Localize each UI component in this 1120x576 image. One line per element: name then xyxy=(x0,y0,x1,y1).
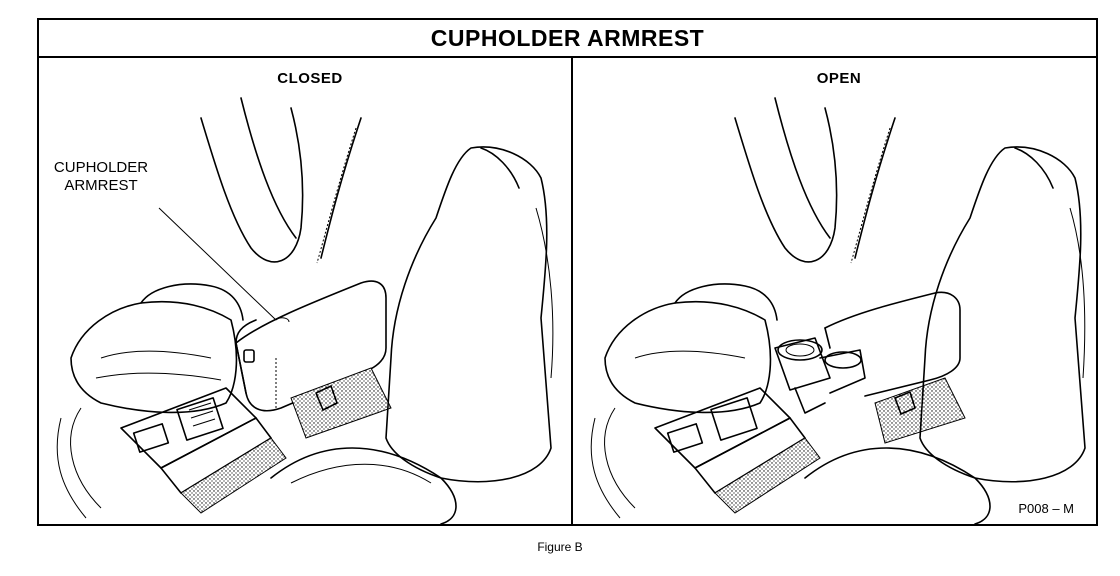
closed-panel-label: CLOSED xyxy=(277,70,343,87)
figure-frame: CUPHOLDER ARMREST CLOSED OPEN CUPHOLDER … xyxy=(37,18,1098,526)
armrest-lid-raised xyxy=(824,291,966,444)
callout-line-2: ARMREST xyxy=(64,177,138,194)
left-seat xyxy=(56,283,244,519)
figure-code: P008 – M xyxy=(1018,501,1074,516)
armrest-closed[interactable] xyxy=(235,280,392,439)
cupholder-armrest-callout: CUPHOLDER ARMREST xyxy=(47,159,155,195)
panel-divider xyxy=(571,56,573,524)
console xyxy=(654,387,821,514)
figure-title: CUPHOLDER ARMREST xyxy=(430,24,705,51)
rear-seat-back xyxy=(200,97,362,264)
title-bar: CUPHOLDER ARMREST xyxy=(39,20,1096,58)
cupholder-open[interactable] xyxy=(774,337,866,414)
front-seat-right xyxy=(270,146,554,524)
open-panel-label: OPEN xyxy=(816,70,862,87)
rear-seat-back xyxy=(734,97,896,264)
left-seat xyxy=(590,283,778,519)
open-armrest-illustration xyxy=(590,97,1086,524)
figure-caption: Figure B xyxy=(537,540,583,554)
callout-leader xyxy=(158,207,290,323)
front-seat-right xyxy=(804,146,1086,524)
closed-armrest-illustration xyxy=(56,97,554,524)
callout-line-1: CUPHOLDER xyxy=(53,159,149,176)
console xyxy=(120,387,287,514)
